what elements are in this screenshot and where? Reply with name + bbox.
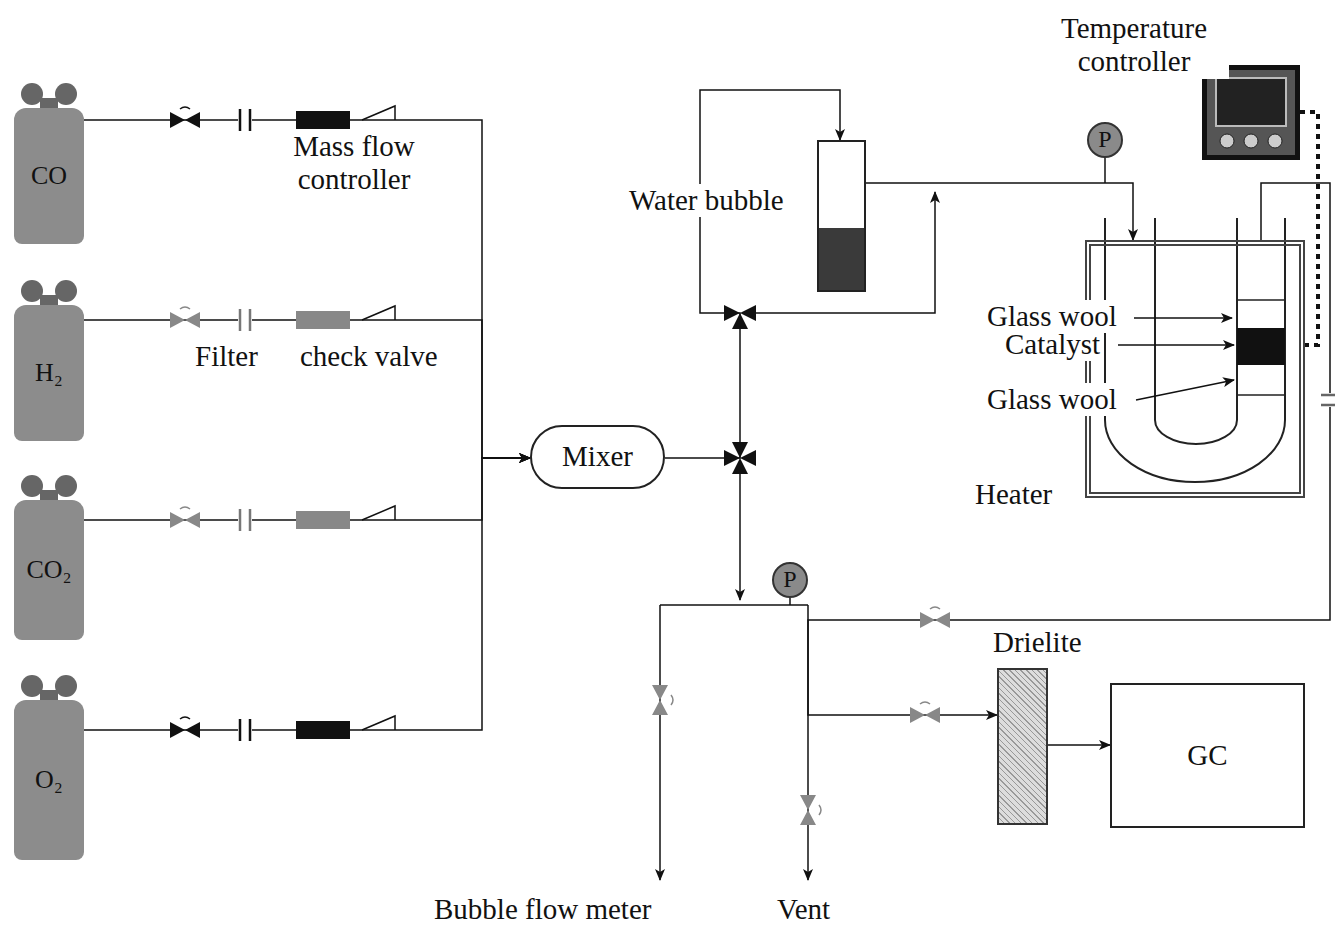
pipe-connector [84,458,530,520]
mixer-box: Mixer [530,425,665,489]
filter-symbol [240,309,250,331]
valve-symbol [910,702,940,723]
part-label: Vent [775,893,832,926]
valve-symbol [170,107,200,128]
process-lines [660,158,1105,880]
node-text: CO [31,161,67,191]
filter-gap [238,308,252,332]
three-way-valve [724,442,756,474]
line-filter [1321,393,1335,407]
bypass-line [739,472,741,600]
filter-gap [238,508,252,532]
pressure-gauge: P [1087,122,1123,158]
filter-symbol [240,509,250,531]
mass-flow-controller [296,111,350,129]
valve-symbol [170,307,200,328]
node-text: Heater [973,478,1054,511]
mass-flow-controller [296,511,350,529]
part-label: Mass flow controller [262,130,446,197]
gas-line-components [170,106,395,742]
pipe-connector [84,120,530,458]
pressure-gauge: P [772,562,808,598]
pipe-connector [808,183,1330,715]
filter-gap [238,718,252,742]
vent-line [807,605,809,880]
header-line [660,604,808,606]
node-text: Temperature controller [1039,12,1229,79]
node-text: H₂ [35,358,63,388]
node-text: Water bubble [627,184,786,217]
pipe-connector [1048,744,1110,746]
three-way-valve [724,305,756,329]
check-valve [362,306,395,320]
gas-cylinder: H₂ [14,305,84,441]
bubbler-vessel: Water bubble [817,140,866,292]
part-label: Catalyst [1003,328,1102,361]
node-text: CO₂ [26,555,71,585]
part-label: Bubble flow meter [432,893,653,926]
check-valve [362,716,395,730]
part-label: check valve [298,340,440,373]
flow-meter-line [659,605,661,880]
pipe-connector [84,458,530,730]
filter-symbol [240,109,250,131]
check-valve [362,506,395,520]
node-text: Mixer [562,440,633,473]
drier-column: Drielite [997,668,1048,825]
valve-symbol [170,507,200,528]
filter-gap [238,108,252,132]
catalyst-bed [1237,328,1285,365]
u-tube-reactor [1105,218,1285,482]
pipe-connector [84,320,530,458]
node-text: P [1098,126,1111,154]
valve-symbol [170,717,200,738]
gc-box: GC [1110,683,1305,828]
gas-cylinder: CO₂ [14,500,84,640]
controller-face [1207,70,1295,155]
node-text: GC [1187,739,1227,772]
valve-vertical [800,795,821,825]
mass-flow-controller [296,311,350,329]
leader-lines [1118,318,1234,400]
node-text: P [783,566,796,594]
part-label: Glass wool [985,383,1119,416]
pipe-connector [665,90,840,458]
valve-symbol [920,607,950,628]
filter-symbol [240,719,250,741]
gauge-stem [789,598,791,605]
part-label: Filter [193,340,260,373]
temperature-controller: Temperature controller [1202,65,1300,160]
node-text: O₂ [35,765,63,795]
pipe-connector [866,183,1133,240]
heater-box: Heater [1085,240,1305,498]
gas-cylinder: CO [14,108,84,244]
check-valve [362,106,395,120]
valve-vertical [652,685,673,715]
gauge-stem [1104,158,1106,183]
three-way-valves [724,305,756,474]
mass-flow-controller [296,721,350,739]
node-text: Drielite [991,626,1084,659]
gas-cylinder: O₂ [14,700,84,860]
